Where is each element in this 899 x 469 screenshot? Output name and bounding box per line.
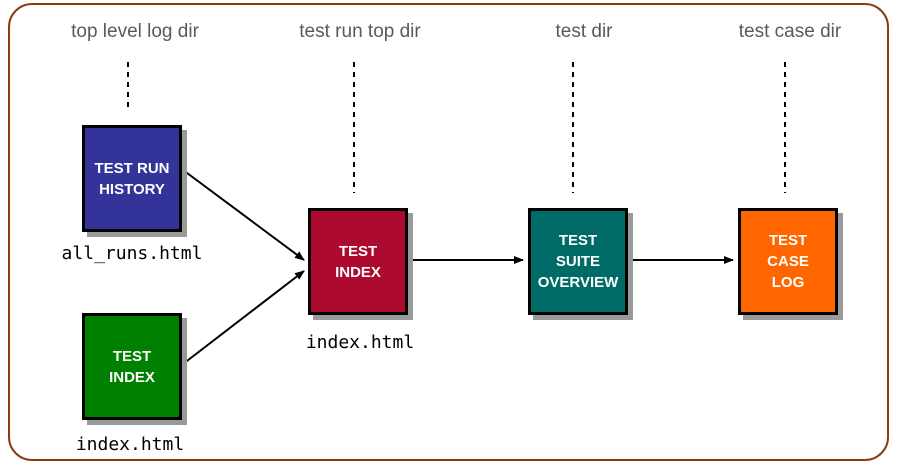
- column-header-top-level-log-dir: top level log dir: [71, 21, 199, 42]
- diagram-frame-border: [8, 3, 889, 461]
- node-test-run-history: TEST RUN HISTORY: [82, 125, 182, 232]
- node-test-index-toplevel: TEST INDEX: [82, 313, 182, 420]
- file-label-index-run: index.html: [305, 332, 415, 353]
- column-dashed-line-2: [353, 62, 355, 193]
- column-dashed-line-1: [127, 62, 129, 107]
- file-label-all-runs: all_runs.html: [61, 243, 203, 264]
- column-dashed-line-4: [784, 62, 786, 193]
- node-test-index-run: TEST INDEX: [308, 208, 408, 315]
- column-header-test-case-dir: test case dir: [738, 21, 842, 42]
- column-header-test-dir: test dir: [555, 21, 613, 42]
- column-header-test-run-top-dir: test run top dir: [299, 21, 421, 42]
- file-label-index-toplevel: index.html: [75, 434, 185, 455]
- node-test-case-log: TEST CASE LOG: [738, 208, 838, 315]
- column-dashed-line-3: [572, 62, 574, 193]
- node-test-suite-overview: TEST SUITE OVERVIEW: [528, 208, 628, 315]
